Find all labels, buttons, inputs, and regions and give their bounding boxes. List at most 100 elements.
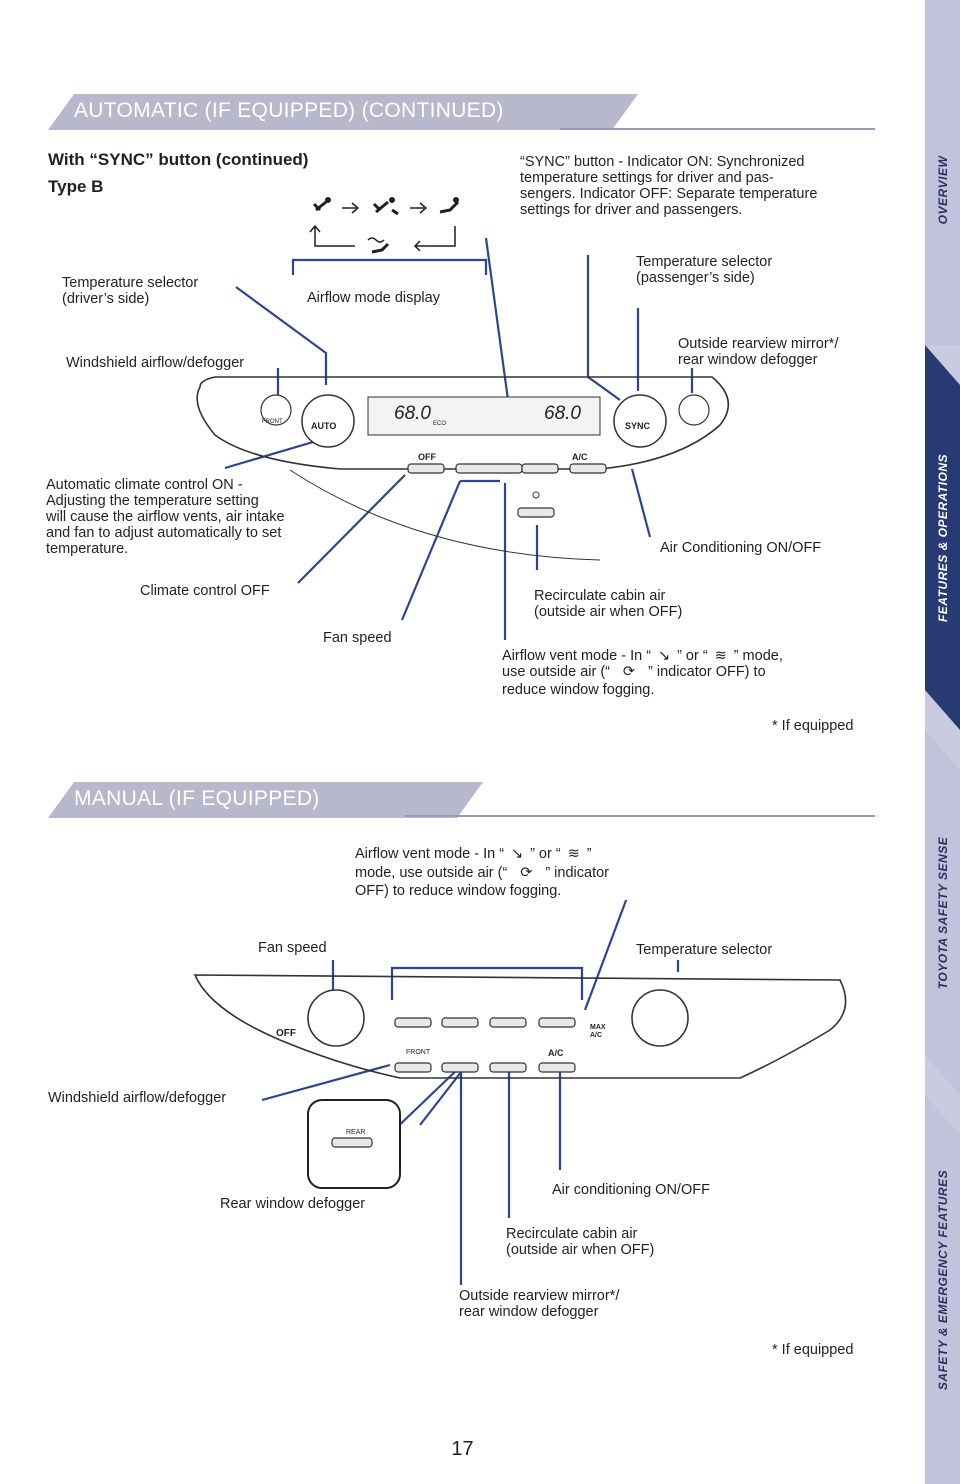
label-airflow-display: Airflow mode display <box>307 290 440 306</box>
tab-features-operations[interactable]: FEATURES & OPERATIONS <box>925 345 960 730</box>
manual-vent-text-1: Airflow vent mode - In “ <box>355 846 505 862</box>
rear-defog-button[interactable] <box>678 394 710 426</box>
label-manual-recirculate: Recirculate cabin air (outside air when … <box>506 1226 655 1258</box>
tab-features-label: FEATURES & OPERATIONS <box>935 453 950 622</box>
leader-manual-vent-bracket <box>390 966 584 1000</box>
auto-section-title: AUTOMATIC (IF EQUIPPED) (CONTINUED) <box>74 99 504 122</box>
label-windshield: Windshield airflow/defogger <box>66 355 245 371</box>
sync-button-label: SYNC <box>625 421 651 431</box>
label-airflow-vent-manual: Airflow vent mode - In “ ↘ ” or “ ≋ ” <box>355 846 592 862</box>
label-airflow-vent-auto: Airflow vent mode - In “↘” or “≋” mode, <box>502 648 783 664</box>
temp-knob-passenger[interactable] <box>613 394 667 448</box>
label-airflow-vent-auto-line2: use outside air (“⟳” indicator OFF) to <box>502 664 766 680</box>
defrost-icon: ≋ <box>567 846 580 862</box>
tab-tss-label: TOYOTA SAFETY SENSE <box>935 836 950 989</box>
tab-toyota-safety-sense[interactable]: TOYOTA SAFETY SENSE <box>925 730 960 1095</box>
label-manual-temp-selector: Temperature selector <box>636 942 773 958</box>
airflow-face-icon <box>312 197 331 212</box>
manual-vent-feet-button[interactable] <box>489 1017 527 1028</box>
auto-panel-lower-curve <box>289 469 601 561</box>
vent-face-icon: ↘ <box>658 648 671 664</box>
tab-safety-label: SAFETY & EMERGENCY FEATURES <box>935 1169 950 1391</box>
outside-air-car-icon: ⟳ <box>520 865 533 881</box>
off-label: OFF <box>418 452 436 462</box>
manual-vent-feet-defrost-button[interactable] <box>538 1017 576 1028</box>
auto-section-banner: AUTOMATIC (IF EQUIPPED) (CONTINUED) <box>48 94 638 130</box>
label-manual-windshield: Windshield airflow/defogger <box>48 1090 227 1106</box>
airflow-vent-text-5: ” indicator OFF) to <box>648 664 766 680</box>
auto-heading: With “SYNC” button (continued) <box>48 150 309 169</box>
label-air-conditioning: Air Conditioning ON/OFF <box>660 540 822 556</box>
manual-section-rule <box>405 815 875 817</box>
manual-panel-body <box>193 974 847 1079</box>
auto-display <box>367 396 601 436</box>
manual-vent-text-3: ” <box>586 846 592 862</box>
recirculate-indicator <box>532 491 540 499</box>
airflow-face-feet-icon <box>372 197 399 216</box>
label-recirculate: Recirculate cabin air (outside air when … <box>534 588 683 620</box>
leader-manual-rear-b <box>419 1066 466 1126</box>
label-fan-speed: Fan speed <box>323 630 392 646</box>
tab-safety-emergency[interactable]: SAFETY & EMERGENCY FEATURES <box>925 1095 960 1484</box>
manual-vent-text-5: ” indicator <box>545 865 609 881</box>
temp-knob-driver[interactable] <box>301 394 355 448</box>
manual-vent-face-feet-button[interactable] <box>441 1017 479 1028</box>
auto-button-label: AUTO <box>311 421 337 431</box>
airflow-feet-icon <box>439 197 460 214</box>
leader-airflow-display-2 <box>484 237 510 401</box>
inset-rear-defog-button[interactable] <box>331 1137 373 1148</box>
manual-ac-label: A/C <box>548 1048 564 1058</box>
manual-front-label: FRONT <box>406 1049 431 1056</box>
manual-panel-diagram <box>193 900 847 1285</box>
manual-off-label: OFF <box>276 1028 296 1039</box>
manual-fan-knob[interactable] <box>307 989 365 1047</box>
manual-ac-button[interactable] <box>538 1062 576 1073</box>
airflow-mode-button[interactable] <box>521 463 559 474</box>
display-temp-left: 68.0 <box>394 403 431 424</box>
front-defog-button[interactable] <box>260 394 292 426</box>
manual-vent-face-button[interactable] <box>394 1017 432 1028</box>
label-manual-rear-defogger: Rear window defogger <box>220 1196 366 1212</box>
label-manual-ac: Air conditioning ON/OFF <box>552 1182 710 1198</box>
leader-fan-speed <box>400 479 500 621</box>
fan-speed-button[interactable] <box>455 463 523 474</box>
manual-vent-text-4: mode, use outside air (“ <box>355 865 508 881</box>
airflow-vent-text-1: Airflow vent mode - In “ <box>502 648 652 664</box>
display-eco: ECO <box>433 421 447 427</box>
label-sync-button: “SYNC” button - Indicator ON: Synchroniz… <box>520 154 818 218</box>
airflow-vent-text-2: ” or “ <box>677 648 708 664</box>
outside-air-car-icon: ⟳ <box>622 664 636 680</box>
leader-ac <box>630 468 652 538</box>
label-manual-fan-speed: Fan speed <box>258 940 327 956</box>
arrow-right-icon <box>342 202 360 214</box>
label-airflow-vent-auto-line3: reduce window fogging. <box>502 682 655 698</box>
manual-footnote: * If equipped <box>772 1342 854 1358</box>
auto-panel-body <box>196 376 730 470</box>
recirculate-button[interactable] <box>517 507 555 518</box>
max-ac-label: MAX A/C <box>590 1024 606 1039</box>
label-temp-passenger: Temperature selector (passenger’s side) <box>636 254 773 286</box>
manual-rear-defog-button[interactable] <box>441 1062 479 1073</box>
airflow-mode-diagram <box>309 197 460 254</box>
leader-airflow-display <box>291 258 488 275</box>
manual-section-title: MANUAL (IF EQUIPPED) <box>74 787 320 810</box>
vent-face-icon: ↘ <box>511 846 524 862</box>
leader-temp-driver <box>235 286 328 385</box>
off-button[interactable] <box>407 463 445 474</box>
tab-overview[interactable]: OVERVIEW <box>925 0 960 345</box>
label-mirror-defogger: Outside rearview mirror*/ rear window de… <box>678 336 839 368</box>
label-manual-mirror: Outside rearview mirror*/ rear window de… <box>459 1288 620 1320</box>
auto-subheading: Type B <box>48 177 104 196</box>
auto-section-rule <box>560 128 875 130</box>
page-number: 17 <box>451 1438 474 1460</box>
arrow-return-right-icon <box>413 226 456 252</box>
arrow-right-icon-2 <box>410 202 428 214</box>
manual-temp-knob[interactable] <box>631 989 689 1047</box>
ac-label: A/C <box>572 452 588 462</box>
leader-manual-vent <box>583 900 628 1011</box>
manual-vent-text-2: ” or “ <box>530 846 561 862</box>
manual-recirculate-button[interactable] <box>489 1062 527 1073</box>
ac-button[interactable] <box>569 463 607 474</box>
manual-front-defog-button[interactable] <box>394 1062 432 1073</box>
label-airflow-vent-manual-line2: mode, use outside air (“ ⟳ ” indicator <box>355 865 609 881</box>
